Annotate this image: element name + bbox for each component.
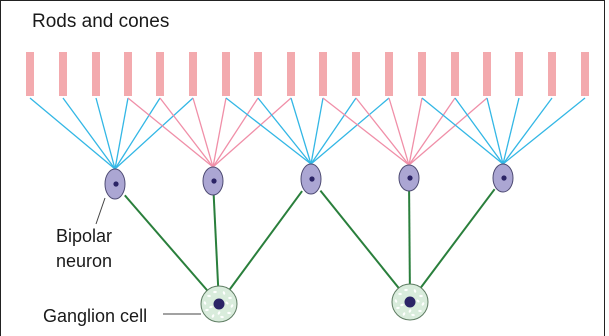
- ganglion-speckle: [413, 289, 417, 293]
- bipolar-nucleus: [501, 175, 507, 181]
- photoreceptor: [385, 52, 393, 96]
- bipolar-neuron-label-line2: neuron: [56, 251, 113, 271]
- ganglion-speckle: [205, 308, 209, 312]
- pink-synapse-line: [408, 97, 423, 166]
- green-axon-line: [228, 190, 303, 291]
- photoreceptor: [483, 52, 491, 96]
- blue-synapse-line: [225, 97, 312, 165]
- blue-synapse-line: [310, 97, 390, 165]
- green-axon-line: [212, 194, 220, 287]
- bipolar-nucleus: [407, 175, 413, 181]
- ganglion-speckle: [225, 301, 229, 305]
- blue-synapse-line: [454, 97, 504, 165]
- blue-synapse-line: [502, 97, 586, 165]
- pink-synapse-line: [212, 97, 259, 168]
- photoreceptor: [352, 52, 360, 96]
- blue-synapse-line: [62, 97, 116, 170]
- ganglion-speckle: [419, 294, 423, 298]
- ganglion-speckle: [408, 309, 412, 313]
- photoreceptor: [451, 52, 459, 96]
- pink-synapse-line: [355, 97, 410, 166]
- ganglion-speckle: [416, 299, 420, 303]
- ganglion-speckle: [398, 292, 402, 296]
- ganglion-speckle: [211, 314, 215, 318]
- photoreceptor: [515, 52, 523, 96]
- pink-synapse-line: [212, 97, 227, 168]
- blue-synapse-line: [502, 97, 520, 165]
- pink-synapse-line: [192, 97, 214, 168]
- bipolar-nucleus: [211, 178, 217, 184]
- pink-synapse-line: [127, 97, 214, 168]
- ganglion-speckle: [404, 288, 408, 292]
- photoreceptor: [581, 52, 589, 96]
- green-axon-line: [408, 190, 411, 285]
- blue-synapse-line: [290, 97, 312, 165]
- ganglion-speckle: [207, 294, 211, 298]
- blue-synapse-line: [310, 97, 324, 165]
- ganglion-speckle: [222, 291, 226, 295]
- ganglion-speckle: [418, 309, 422, 313]
- blue-synapse-line: [486, 97, 504, 165]
- blue-synapse-line: [502, 97, 553, 165]
- ganglion-speckle: [411, 313, 415, 317]
- bipolar-nucleus: [113, 181, 119, 187]
- photoreceptor-row: [26, 52, 589, 96]
- ganglion-speckle: [209, 305, 213, 309]
- ganglion-speckle: [217, 311, 221, 315]
- ganglion-speckle: [394, 299, 398, 303]
- bipolar-label-pointer: [95, 197, 106, 225]
- connection-lines: [29, 97, 586, 292]
- photoreceptor: [548, 52, 556, 96]
- green-axon-line: [419, 188, 496, 289]
- ganglion-speckle: [230, 304, 234, 308]
- rods-and-cones-label: Rods and cones: [32, 11, 170, 32]
- ganglion-nucleus: [213, 298, 225, 310]
- photoreceptor: [287, 52, 295, 96]
- blue-synapse-line: [114, 97, 161, 170]
- photoreceptor: [418, 52, 426, 96]
- cell-bodies: [104, 163, 514, 323]
- ganglion-speckle: [227, 311, 231, 315]
- photoreceptor: [189, 52, 197, 96]
- green-axon-line: [124, 194, 208, 292]
- ganglion-speckle: [220, 315, 224, 319]
- ganglion-cell-label: Ganglion cell: [43, 306, 148, 326]
- blue-synapse-line: [114, 97, 194, 170]
- photoreceptor: [59, 52, 67, 96]
- pink-synapse-line: [212, 97, 292, 168]
- photoreceptor: [222, 52, 230, 96]
- photoreceptor: [254, 52, 262, 96]
- photoreceptor: [92, 52, 100, 96]
- ganglion-speckle: [228, 296, 232, 300]
- photoreceptor: [156, 52, 164, 96]
- pink-synapse-line: [159, 97, 214, 168]
- ganglion-speckle: [213, 290, 217, 294]
- ganglion-speckle: [400, 303, 404, 307]
- bipolar-nucleus: [309, 176, 315, 182]
- pink-synapse-line: [408, 97, 488, 166]
- photoreceptor: [319, 52, 327, 96]
- pink-synapse-line: [408, 97, 456, 166]
- green-axon-line: [319, 190, 400, 289]
- blue-synapse-line: [310, 97, 357, 165]
- blue-synapse-line: [257, 97, 312, 165]
- photoreceptor: [26, 52, 34, 96]
- pink-synapse-line: [388, 97, 410, 166]
- ganglion-speckle: [421, 302, 425, 306]
- label-pointers: [95, 197, 201, 315]
- blue-synapse-line: [29, 97, 116, 170]
- bipolar-neuron-label-line1: Bipolar: [56, 226, 113, 246]
- ganglion-speckle: [396, 306, 400, 310]
- pink-synapse-line: [322, 97, 410, 166]
- blue-synapse-line: [421, 97, 504, 165]
- photoreceptor: [124, 52, 132, 96]
- blue-synapse-line: [95, 97, 116, 170]
- ganglion-speckle: [402, 312, 406, 316]
- ganglion-speckle: [203, 301, 207, 305]
- blue-synapse-line: [114, 97, 129, 170]
- ganglion-nucleus: [404, 296, 416, 308]
